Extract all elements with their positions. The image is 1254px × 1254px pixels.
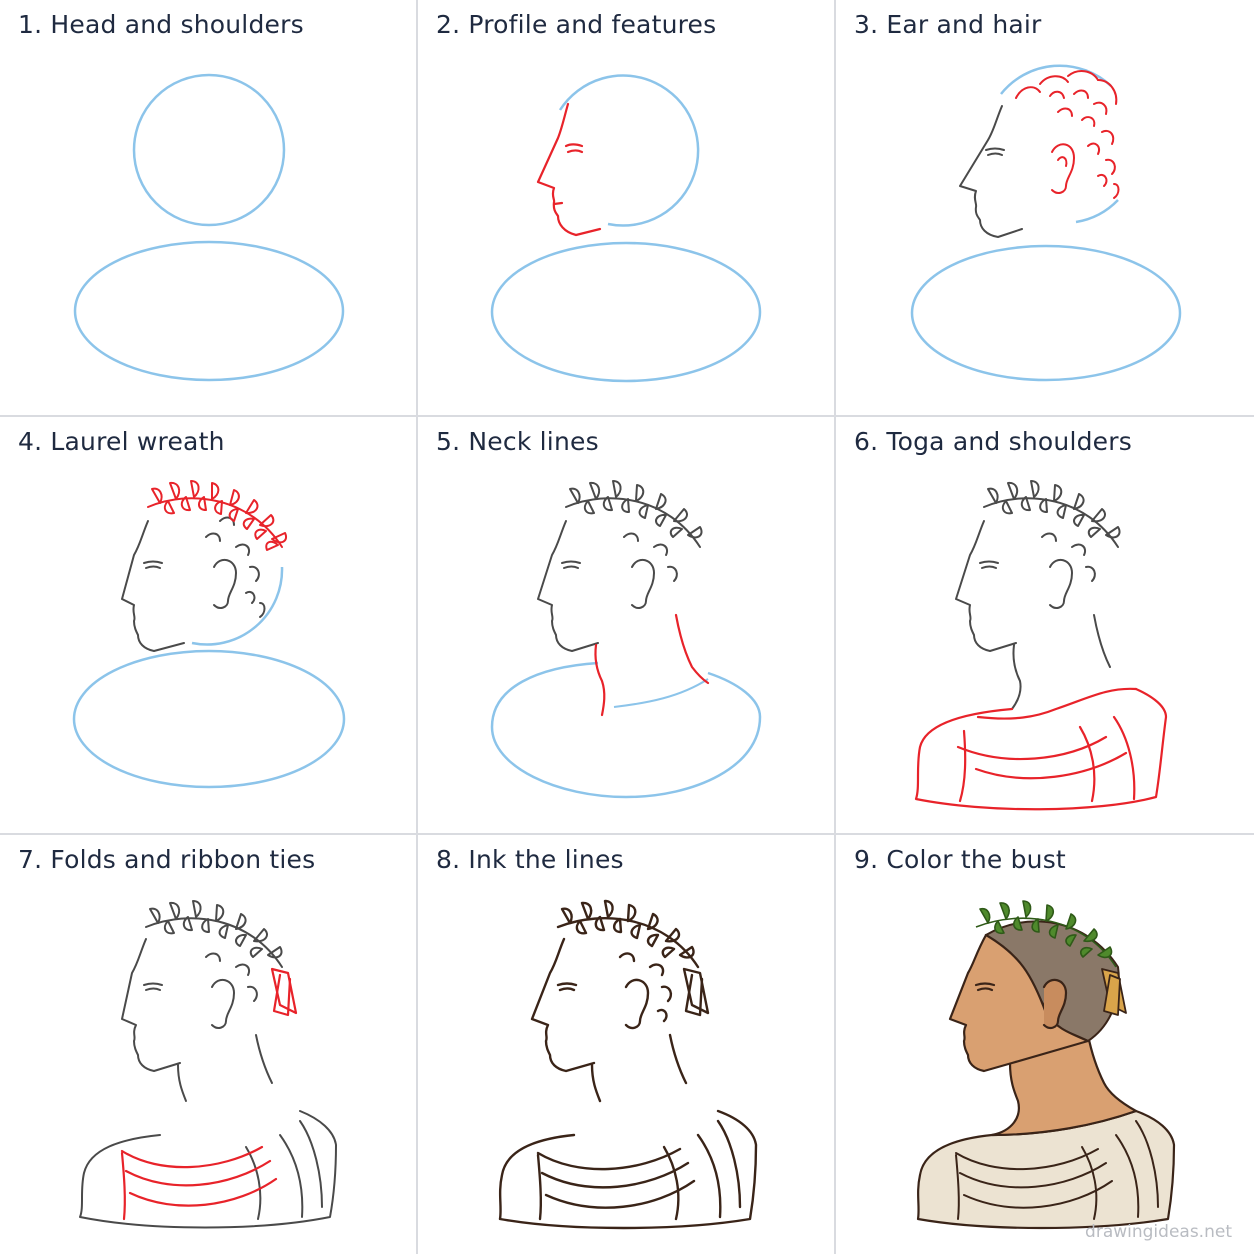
step-title-2: 2. Profile and features xyxy=(436,10,717,39)
hair-curls xyxy=(1015,70,1120,199)
toga-folds xyxy=(955,1120,1159,1220)
head-pencil-lines xyxy=(537,480,703,652)
profile-outline xyxy=(121,516,266,652)
site-watermark: drawingideas.net xyxy=(1085,1222,1232,1242)
step-4-drawing xyxy=(72,480,346,789)
inked-bust xyxy=(498,899,758,1230)
ribbon-ties xyxy=(270,967,298,1017)
step-panel-1: 1. Head and shoulders xyxy=(0,0,416,415)
step-panel-9: 9. Color the bust xyxy=(836,835,1254,1254)
step-9-drawing xyxy=(916,900,1176,1230)
step-5-drawing xyxy=(490,480,762,799)
ear-outline xyxy=(1051,143,1076,194)
shoulder-guide-oval xyxy=(910,244,1182,382)
head-guide-arc xyxy=(1075,199,1119,224)
step-3-drawing xyxy=(910,64,1182,382)
head-guide-circle xyxy=(132,73,286,227)
step-8-drawing xyxy=(498,899,758,1230)
step-7-drawing xyxy=(79,900,337,1229)
shoulder-guide-oval xyxy=(490,241,762,383)
head-guide-arc xyxy=(191,566,284,646)
shoulder-guide-arc xyxy=(490,661,762,799)
step-title-8: 8. Ink the lines xyxy=(436,845,624,874)
step-title-3: 3. Ear and hair xyxy=(854,10,1042,39)
toga-outline xyxy=(914,687,1168,811)
step-title-1: 1. Head and shoulders xyxy=(18,10,304,39)
bust-pencil-lines xyxy=(79,900,337,1229)
laurel-wreath xyxy=(975,900,1117,968)
head-guide-arc xyxy=(1000,64,1112,95)
ribbon-ties xyxy=(1101,968,1127,1016)
drape-folds xyxy=(120,1145,278,1221)
step-panel-4: 4. Laurel wreath xyxy=(0,417,416,833)
step-1-drawing xyxy=(73,73,345,382)
shoulder-guide-oval xyxy=(73,240,345,382)
head-pencil-lines xyxy=(955,480,1121,710)
step-panel-2: 2. Profile and features xyxy=(418,0,834,415)
step-title-5: 5. Neck lines xyxy=(436,427,599,456)
face-details xyxy=(974,978,1068,1030)
neck-lines xyxy=(594,613,710,717)
neck-base-guide xyxy=(613,678,709,708)
step-panel-8: 8. Ink the lines xyxy=(418,835,834,1254)
step-2-drawing xyxy=(490,74,762,383)
step-6-drawing xyxy=(914,480,1168,811)
step-panel-7: 7. Folds and ribbon ties xyxy=(0,835,416,1254)
profile-outline xyxy=(536,102,602,237)
step-panel-5: 5. Neck lines xyxy=(418,417,834,833)
laurel-wreath xyxy=(147,480,287,551)
neck-skin-fill xyxy=(990,1033,1138,1137)
step-title-6: 6. Toga and shoulders xyxy=(854,427,1132,456)
shoulder-guide-oval xyxy=(72,649,346,789)
step-panel-3: 3. Ear and hair xyxy=(836,0,1254,415)
profile-outline xyxy=(959,105,1023,238)
step-title-4: 4. Laurel wreath xyxy=(18,427,225,456)
face-skin-fill xyxy=(948,933,1090,1073)
step-title-9: 9. Color the bust xyxy=(854,845,1066,874)
step-title-7: 7. Folds and ribbon ties xyxy=(18,845,316,874)
head-guide-arc xyxy=(558,74,700,227)
step-panel-6: 6. Toga and shoulders xyxy=(836,417,1254,833)
